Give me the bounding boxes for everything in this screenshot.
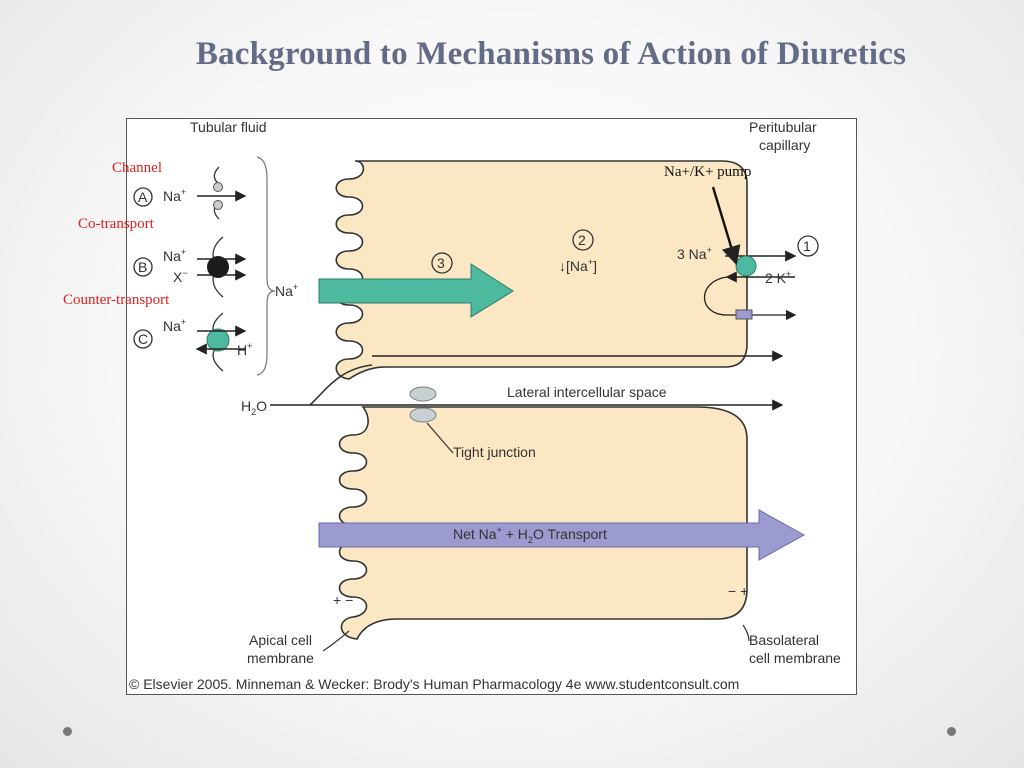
copyright-line: © Elsevier 2005. Minneman & Wecker: Brod… — [129, 676, 739, 692]
co-transport-label: Co-transport — [78, 216, 154, 232]
svg-text:A: A — [138, 189, 148, 205]
channel-label: Channel — [112, 160, 162, 176]
slide-corner-dot-right — [947, 727, 956, 736]
basolateral-charge-label: − + — [728, 583, 748, 599]
svg-text:B: B — [138, 259, 147, 275]
slide-title: Background to Mechanisms of Action of Di… — [195, 36, 907, 72]
apical-label-line2: membrane — [247, 650, 314, 666]
pump-label: Na+/K+ pump — [664, 164, 752, 180]
svg-text:H+: H+ — [237, 341, 252, 358]
pump-protein — [735, 255, 757, 277]
channel-symbol: A Na+ — [133, 166, 247, 220]
tight-junction-label: Tight junction — [453, 444, 536, 460]
epithelial-transport-figure: Tubular fluid Peritubular capillary A Na… — [126, 118, 857, 695]
step-2-marker: 2 — [578, 232, 586, 248]
water-label: H2O — [241, 398, 267, 417]
step-1-marker: 1 — [803, 238, 811, 254]
step-3-marker: 3 — [437, 255, 445, 271]
basolateral-label-line1: Basolateral — [749, 632, 819, 648]
co-transport-symbol: B Na+ X− — [133, 236, 247, 298]
three-na-label: 3 Na+ — [677, 245, 712, 262]
bracket-na-label: Na+ — [275, 282, 298, 299]
counter-transport-symbol: C Na+ H+ — [133, 312, 252, 372]
tubular-fluid-label: Tubular fluid — [190, 119, 267, 135]
slide-corner-dot-left — [63, 727, 72, 736]
peritubular-label-line1: Peritubular — [749, 119, 817, 135]
two-k-label: 2 K+ — [765, 269, 791, 286]
apical-label-line1: Apical cell — [249, 632, 312, 648]
svg-text:Na+: Na+ — [163, 247, 186, 264]
peritubular-label-line2: capillary — [759, 137, 810, 153]
figure-canvas: Tubular fluid Peritubular capillary A Na… — [129, 119, 841, 692]
transporter-bracket — [256, 156, 276, 376]
lateral-space-label: Lateral intercellular space — [507, 384, 667, 400]
low-sodium-label: ↓[Na+] — [559, 257, 597, 274]
tight-junction-protein-upper — [409, 386, 437, 402]
svg-text:C: C — [138, 331, 148, 347]
counter-transport-label: Counter-transport — [63, 292, 170, 308]
net-transport-label: Net Na+ + H2O Transport — [453, 525, 607, 545]
basolateral-label-line2: cell membrane — [749, 650, 841, 666]
svg-text:Na+: Na+ — [163, 187, 186, 204]
sodium-entry-arrow — [318, 263, 514, 318]
svg-text:Na+: Na+ — [163, 317, 186, 334]
svg-text:X−: X− — [173, 268, 188, 285]
upper-cell — [335, 160, 748, 380]
tight-junction-protein-lower — [409, 407, 437, 423]
net-transport-arrow — [318, 509, 806, 561]
apical-charge-label: + − — [333, 592, 353, 608]
